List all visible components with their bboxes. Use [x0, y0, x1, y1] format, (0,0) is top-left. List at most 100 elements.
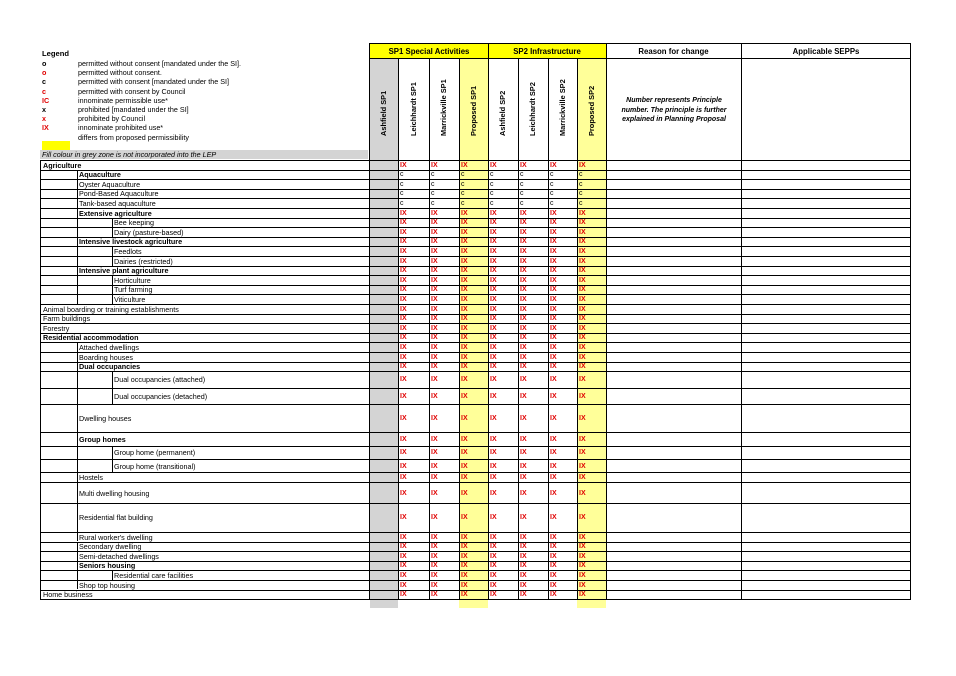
value-cell: IX [579, 363, 586, 371]
proposed-sp2-column [577, 59, 606, 608]
grid-hline [40, 361, 911, 363]
value-cell: IX [431, 533, 438, 541]
value-cell: IX [520, 209, 527, 217]
legend-text: permitted without consent. [78, 68, 162, 78]
value-cell: IX [579, 392, 586, 400]
grid-hline [40, 459, 911, 460]
value-cell: IX [550, 533, 557, 541]
value-cell: IX [400, 591, 407, 599]
grid-hline [40, 179, 911, 180]
reason-note: Number represents Principle number. The … [621, 97, 727, 123]
value-cell: IX [550, 474, 557, 481]
legend-grey-note: Fill colour in grey zone is not incorpor… [42, 150, 217, 159]
value-cell: c [461, 200, 465, 207]
value-cell: IX [550, 286, 557, 294]
value-cell: IX [579, 296, 586, 303]
indent-line [77, 560, 78, 571]
value-cell: IX [579, 415, 586, 422]
grid-hline [40, 256, 911, 257]
value-cell: IX [431, 315, 438, 323]
indent-line [77, 256, 78, 266]
value-cell: IX [431, 324, 438, 332]
value-cell: IX [400, 376, 407, 384]
value-cell: IX [431, 238, 438, 246]
value-cell: IX [550, 415, 557, 422]
value-cell: IX [579, 591, 586, 599]
value-cell: IX [400, 219, 407, 227]
value-cell: IX [400, 562, 407, 570]
value-cell: c [520, 200, 524, 207]
value-cell: IX [461, 415, 468, 422]
column-header: Ashfield SP1 [379, 90, 388, 136]
value-cell: IX [550, 324, 557, 332]
value-cell: IX [431, 257, 438, 265]
indent-line [112, 284, 113, 295]
value-cell: IX [490, 334, 497, 342]
row-label: Oyster Aquaculture [79, 179, 141, 189]
legend-symbol: o [42, 68, 47, 78]
value-cell: IX [520, 363, 527, 371]
indent-line [112, 256, 113, 266]
value-cell: IX [520, 462, 527, 470]
value-cell: IX [550, 353, 557, 361]
indent-line [77, 236, 78, 247]
value-cell: c [520, 171, 524, 179]
grid-hline [40, 265, 911, 267]
value-cell: IX [520, 353, 527, 361]
indent-line [112, 275, 113, 285]
indent-line [112, 371, 113, 388]
value-cell: IX [490, 248, 497, 255]
grid-hline [40, 387, 911, 389]
grid-vline [398, 59, 399, 600]
value-cell: IX [490, 228, 497, 236]
legend-symbol: IX [42, 123, 49, 133]
value-cell: IX [520, 581, 527, 589]
value-cell: IX [400, 474, 407, 481]
value-cell: IX [520, 219, 527, 227]
column-header: Leichhardt SP2 [528, 82, 537, 136]
row-label: Horticulture [114, 275, 151, 285]
grid-vline [741, 43, 743, 600]
grid-hline [40, 503, 911, 504]
value-cell: IX [461, 353, 468, 361]
value-cell: IX [550, 334, 557, 342]
value-cell: IX [550, 514, 557, 522]
indent-line [77, 294, 78, 304]
value-cell: IX [431, 334, 438, 342]
value-cell: c [400, 200, 404, 207]
value-cell: IX [579, 324, 586, 332]
value-cell: IX [431, 305, 438, 313]
value-cell: IX [400, 286, 407, 294]
value-cell: IX [520, 533, 527, 541]
value-cell: IX [579, 489, 586, 497]
value-cell: c [579, 190, 583, 198]
value-cell: IX [490, 474, 497, 481]
value-cell: IX [400, 435, 407, 443]
row-label: Secondary dwelling [79, 542, 142, 552]
value-cell: IX [400, 514, 407, 522]
indent-line [77, 570, 78, 580]
value-cell: IX [490, 533, 497, 541]
grid-vline [518, 59, 519, 600]
legend-symbol: x [42, 114, 46, 124]
value-cell: IX [490, 286, 497, 294]
value-cell: c [461, 180, 465, 188]
value-cell: IX [490, 415, 497, 422]
value-cell: IX [400, 462, 407, 470]
value-cell: IX [550, 219, 557, 227]
value-cell: IX [550, 161, 557, 169]
value-cell: IX [550, 238, 557, 246]
value-cell: IX [550, 376, 557, 384]
seps-header: Applicable SEPPs [792, 47, 860, 56]
value-cell: IX [550, 462, 557, 470]
value-cell: IX [550, 552, 557, 560]
row-label: Dual occupancies [79, 362, 141, 372]
indent-line [112, 387, 113, 405]
value-cell: c [520, 180, 524, 188]
value-cell: IX [431, 161, 438, 169]
value-cell: IX [400, 324, 407, 332]
value-cell: IX [550, 267, 557, 275]
grid-hline [40, 169, 911, 171]
value-cell: IX [400, 581, 407, 589]
legend-text: prohibited [mandated under the SI] [78, 105, 189, 114]
